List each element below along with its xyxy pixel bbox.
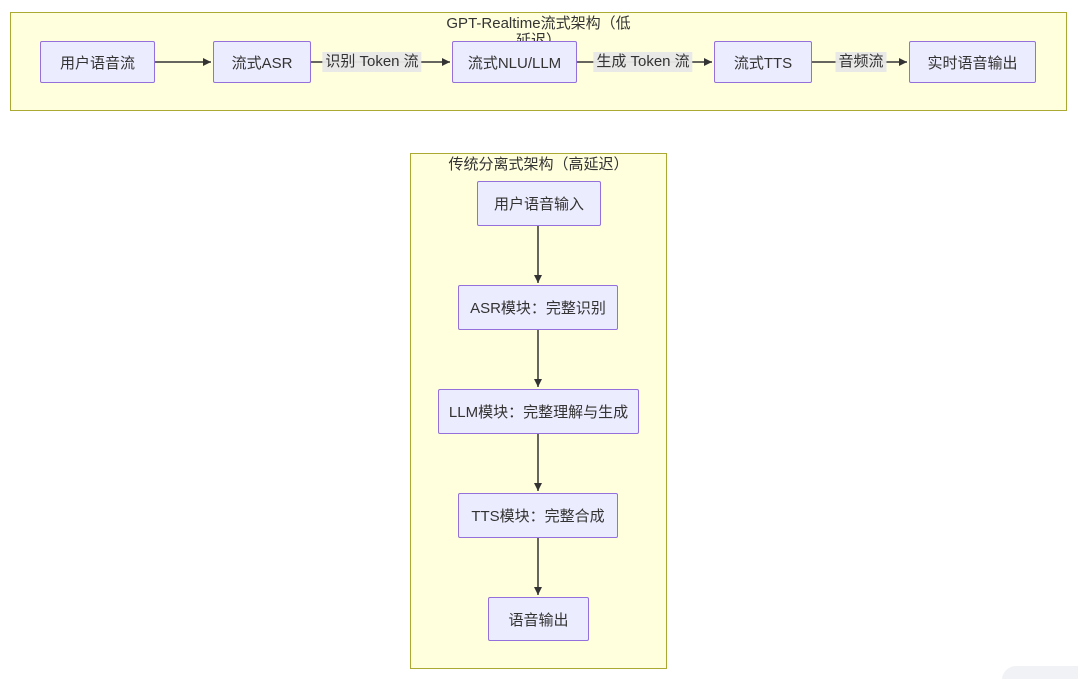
node-voice-output: 语音输出 bbox=[488, 597, 589, 641]
node-streaming-nlu-llm: 流式NLU/LLM bbox=[452, 41, 577, 83]
node-llm-module-full-understanding: LLM模块：完整理解与生成 bbox=[438, 389, 639, 434]
edge-label-generation-token-stream: 生成 Token 流 bbox=[593, 52, 693, 72]
cluster-title-traditional: 传统分离式架构（高延迟） bbox=[448, 156, 629, 173]
floating-widget-corner bbox=[1002, 666, 1078, 679]
node-user-voice-stream: 用户语音流 bbox=[40, 41, 155, 83]
edge-label-audio-stream: 音频流 bbox=[835, 52, 887, 72]
node-user-voice-input: 用户语音输入 bbox=[477, 181, 601, 226]
node-tts-module-full-synthesis: TTS模块：完整合成 bbox=[458, 493, 618, 538]
node-asr-module-full-recognition: ASR模块：完整识别 bbox=[458, 285, 618, 330]
node-streaming-tts: 流式TTS bbox=[714, 41, 812, 83]
edge-label-recognition-token-stream: 识别 Token 流 bbox=[322, 52, 422, 72]
node-streaming-asr: 流式ASR bbox=[213, 41, 311, 83]
node-realtime-voice-output: 实时语音输出 bbox=[909, 41, 1036, 83]
